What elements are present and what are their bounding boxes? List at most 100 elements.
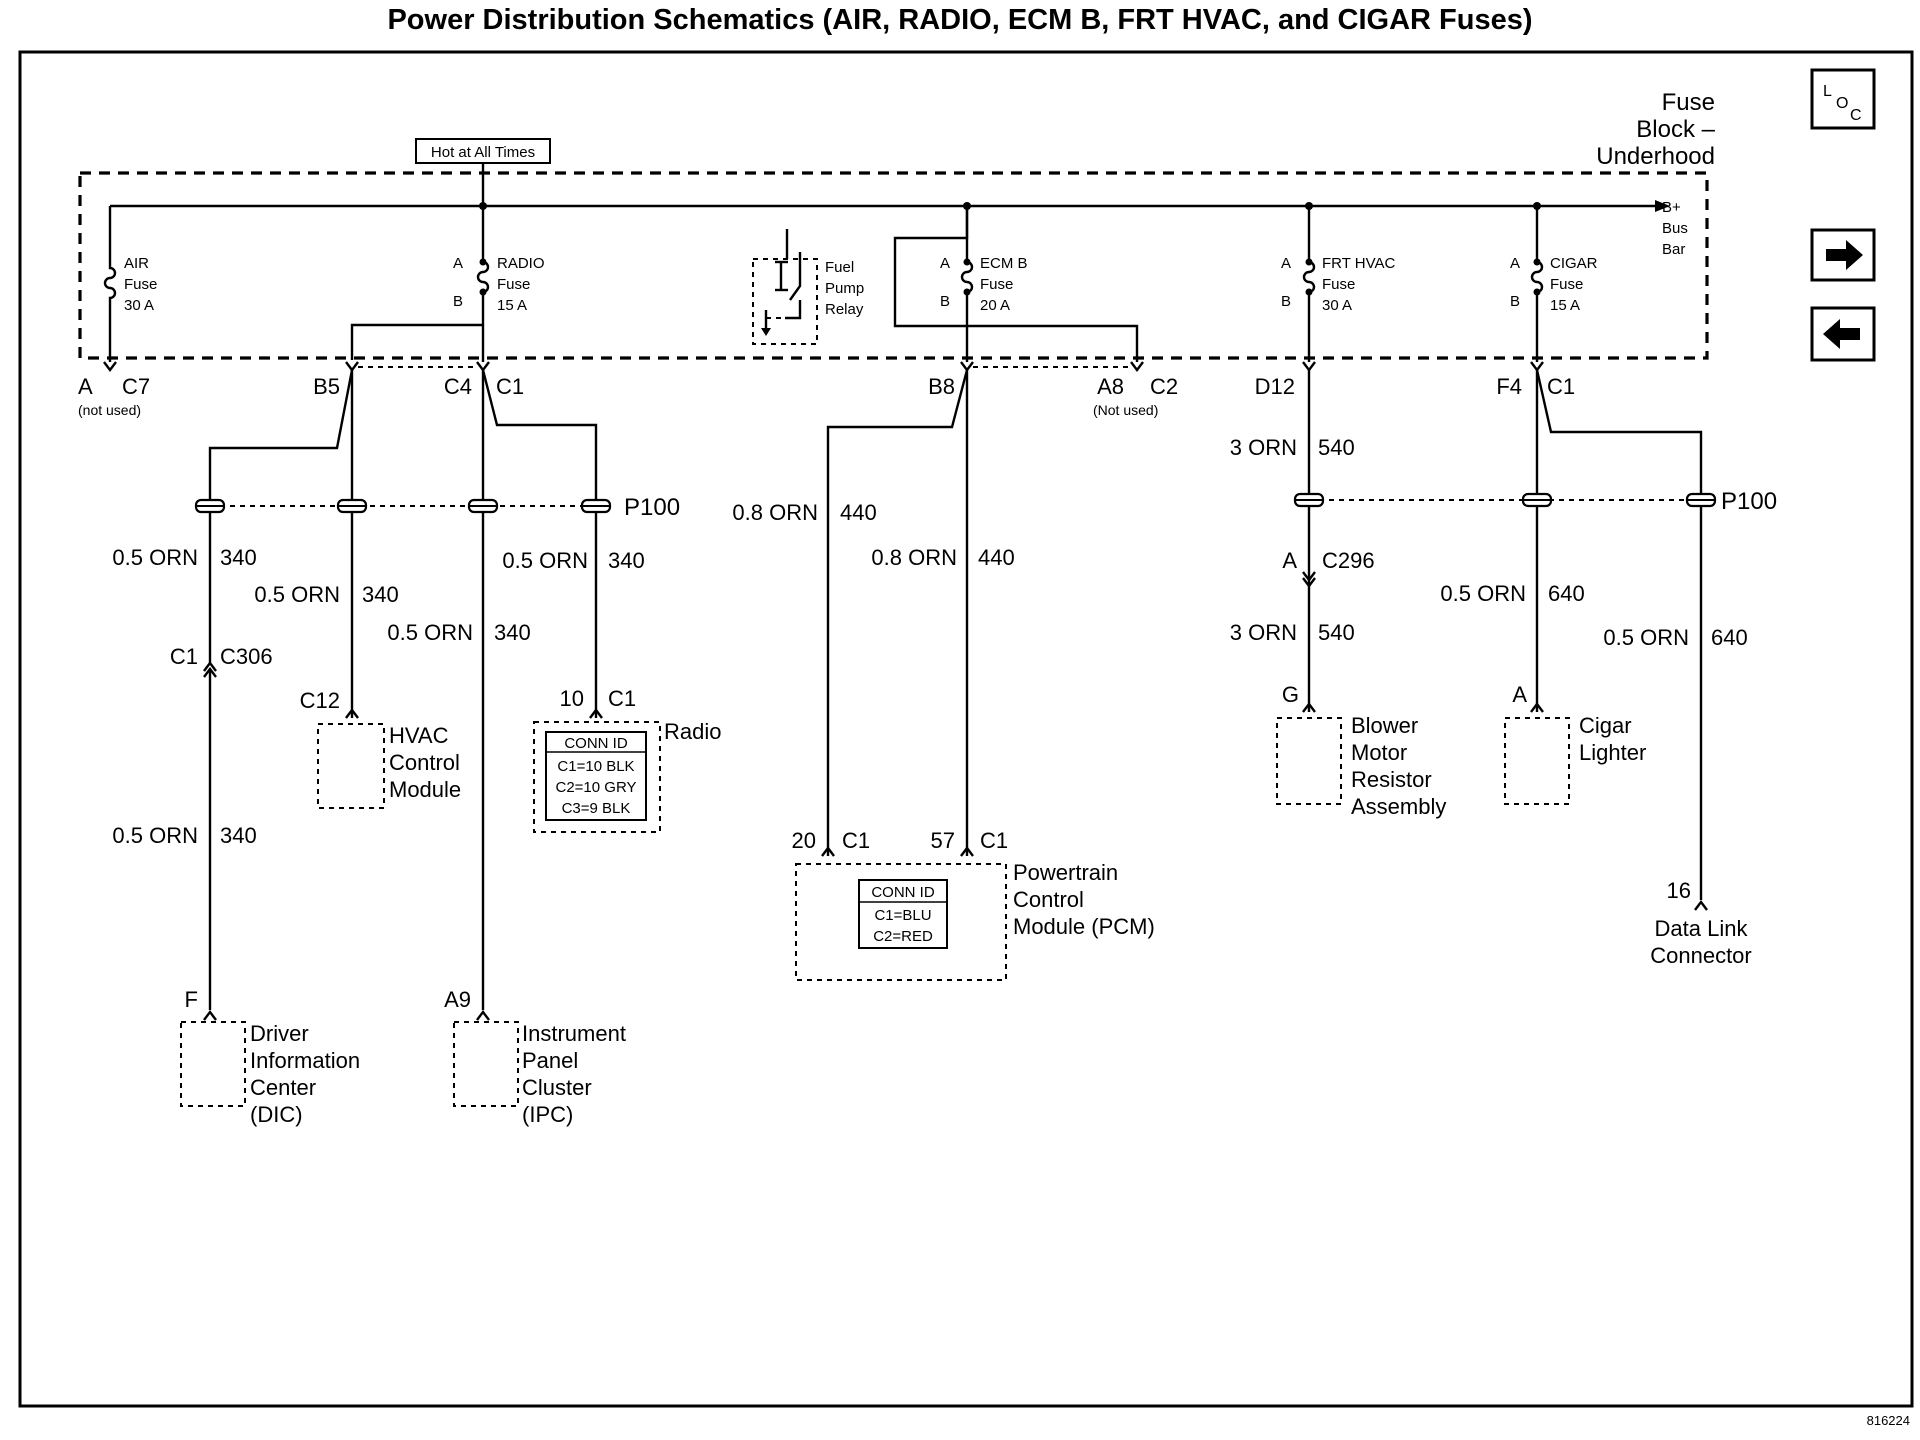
- relay-label-line-1: Fuel: [825, 259, 854, 276]
- conn-c296-pin: A: [1282, 548, 1297, 573]
- blower-motor-resistor-box: [1276, 717, 1342, 805]
- loc-button[interactable]: L O C: [1810, 68, 1876, 130]
- radio-pin-number: 10: [560, 686, 584, 711]
- radio-fuse: A B RADIO Fuse 15 A: [350, 206, 545, 362]
- pcm-conn-id-c1: C1=BLU: [874, 907, 931, 924]
- hvac-control-module-box: [317, 723, 385, 809]
- pcm-label-line-1: Powertrain: [1013, 860, 1118, 885]
- wire-cigar-circuit: 640: [1548, 581, 1585, 606]
- conn-c12: C12: [300, 688, 340, 713]
- radio-conn-id-title: CONN ID: [564, 735, 628, 752]
- cigar-branch-wiring: [1309, 369, 1717, 911]
- wire-hvac-fuse-upper-color: 3 ORN: [1230, 435, 1297, 460]
- blower-pin: G: [1282, 682, 1299, 707]
- fuse-block-connectors: [103, 361, 1544, 372]
- wire-dlc-circuit: 640: [1711, 625, 1748, 650]
- ipc-pin: A9: [444, 987, 471, 1012]
- radio-branch-wiring: [194, 369, 612, 1021]
- radio-component: CONN ID C1=10 BLK C2=10 GRY C3=9 BLK: [533, 721, 661, 833]
- ipc-label-line-3: Cluster: [522, 1075, 592, 1100]
- wire-pcm-c1-57-color: 0.8 ORN: [871, 545, 957, 570]
- fuse-block-label-line-1: Fuse: [1662, 89, 1715, 116]
- relay-label-line-2: Pump: [825, 280, 864, 297]
- hvac-fuse-terminal-a: A: [1281, 255, 1291, 272]
- ipc-box: [453, 1021, 519, 1107]
- conn-c296-id: C296: [1322, 548, 1375, 573]
- radio-pin-conn: C1: [608, 686, 636, 711]
- cigar-label-line-1: Cigar: [1579, 713, 1632, 738]
- bus-bar-label-line-3: Bar: [1662, 241, 1685, 258]
- hvac-label-line-3: Module: [389, 777, 461, 802]
- radio-fuse-label-line-2: Fuse: [497, 276, 530, 293]
- hvac-fuse-label-line-1: FRT HVAC: [1322, 255, 1396, 272]
- fuel-pump-relay: Fuel Pump Relay: [752, 229, 864, 345]
- wire-dic-upper-circuit: 340: [220, 545, 257, 570]
- left-arrow-icon: [1823, 319, 1860, 349]
- dic-label-line-4: (DIC): [250, 1102, 303, 1127]
- pcm-conn-id-c2: C2=RED: [873, 928, 933, 945]
- air-fuse-label-line-3: 30 A: [124, 297, 154, 314]
- conn-b5: B5: [313, 374, 340, 399]
- air-fuse-label-line-2: Fuse: [124, 276, 157, 293]
- pcm-pin-57-number: 57: [931, 828, 955, 853]
- wire-dic-upper-color: 0.5 ORN: [112, 545, 198, 570]
- pcm-pin-20-conn: C1: [842, 828, 870, 853]
- loc-letter-c: C: [1850, 107, 1862, 124]
- blower-label-line-3: Resistor: [1351, 767, 1432, 792]
- splice-p100-left: P100: [624, 494, 680, 521]
- dic-label-line-1: Driver: [250, 1021, 309, 1046]
- wire-pcm-c1-20-circuit: 440: [840, 500, 877, 525]
- ipc-label-line-4: (IPC): [522, 1102, 573, 1127]
- conn-d12: D12: [1255, 374, 1295, 399]
- radio-conn-id-c2: C2=10 GRY: [555, 779, 636, 796]
- loc-letter-o: O: [1836, 95, 1848, 112]
- next-page-button[interactable]: [1810, 228, 1876, 282]
- radio-fuse-terminal-a: A: [453, 255, 463, 272]
- bus-bar-label-line-1: B+: [1662, 199, 1681, 216]
- ecm-fuse-terminal-a: A: [940, 255, 950, 272]
- cigar-fuse-terminal-b: B: [1510, 293, 1520, 310]
- hvac-fuse-label-line-2: Fuse: [1322, 276, 1355, 293]
- cigar-label-line-2: Lighter: [1579, 740, 1646, 765]
- wire-ipc-circuit: 340: [494, 620, 531, 645]
- ecm-branch-wiring: [821, 369, 974, 857]
- radio-label: Radio: [664, 719, 721, 744]
- figure-id: 816224: [1867, 1413, 1910, 1428]
- wire-ipc-color: 0.5 ORN: [387, 620, 473, 645]
- wire-dlc-color: 0.5 ORN: [1603, 625, 1689, 650]
- ipc-label-line-2: Panel: [522, 1048, 578, 1073]
- pcm-label-line-3: Module (PCM): [1013, 914, 1155, 939]
- wire-dic-lower-circuit: 340: [220, 823, 257, 848]
- conn-c306-pin: C1: [170, 644, 198, 669]
- dlc-label-line-1: Data Link: [1655, 916, 1749, 941]
- relay-label-line-3: Relay: [825, 301, 864, 318]
- cigar-fuse-label-line-1: CIGAR: [1550, 255, 1598, 272]
- loc-letter-l: L: [1823, 83, 1832, 100]
- bus-bar-label-line-2: Bus: [1662, 220, 1688, 237]
- ecm-fuse-label-line-3: 20 A: [980, 297, 1010, 314]
- cigar-lighter-box: [1504, 717, 1570, 805]
- pcm-component: CONN ID C1=BLU C2=RED: [795, 863, 1007, 981]
- conn-c4-pin: C4: [444, 374, 472, 399]
- conn-a-c7-id: C7: [122, 374, 150, 399]
- wire-hvac-fuse-lower-circuit: 540: [1318, 620, 1355, 645]
- radio-fuse-label-line-3: 15 A: [497, 297, 527, 314]
- conn-b8: B8: [928, 374, 955, 399]
- cigar-fuse-label-line-2: Fuse: [1550, 276, 1583, 293]
- pcm-label-line-2: Control: [1013, 887, 1084, 912]
- wire-radio-circuit: 340: [608, 548, 645, 573]
- radio-conn-id-c1: C1=10 BLK: [557, 758, 634, 775]
- hot-at-all-times-label: Hot at All Times: [431, 144, 535, 161]
- fuse-block-outline: [78, 171, 1709, 360]
- conn-f4-id: C1: [1547, 374, 1575, 399]
- air-fuse: AIR Fuse 30 A: [103, 206, 157, 362]
- previous-page-button[interactable]: [1810, 306, 1876, 362]
- page-title: Power Distribution Schematics (AIR, RADI…: [387, 4, 1533, 36]
- ecm-fuse-terminal-b: B: [940, 293, 950, 310]
- cigar-fuse: A B CIGAR Fuse 15 A: [1510, 206, 1598, 362]
- hvac-fuse-label-line-3: 30 A: [1322, 297, 1352, 314]
- wire-hvac-circuit: 340: [362, 582, 399, 607]
- radio-fuse-label-line-1: RADIO: [497, 255, 545, 272]
- fuse-block-label-line-3: Underhood: [1596, 143, 1715, 170]
